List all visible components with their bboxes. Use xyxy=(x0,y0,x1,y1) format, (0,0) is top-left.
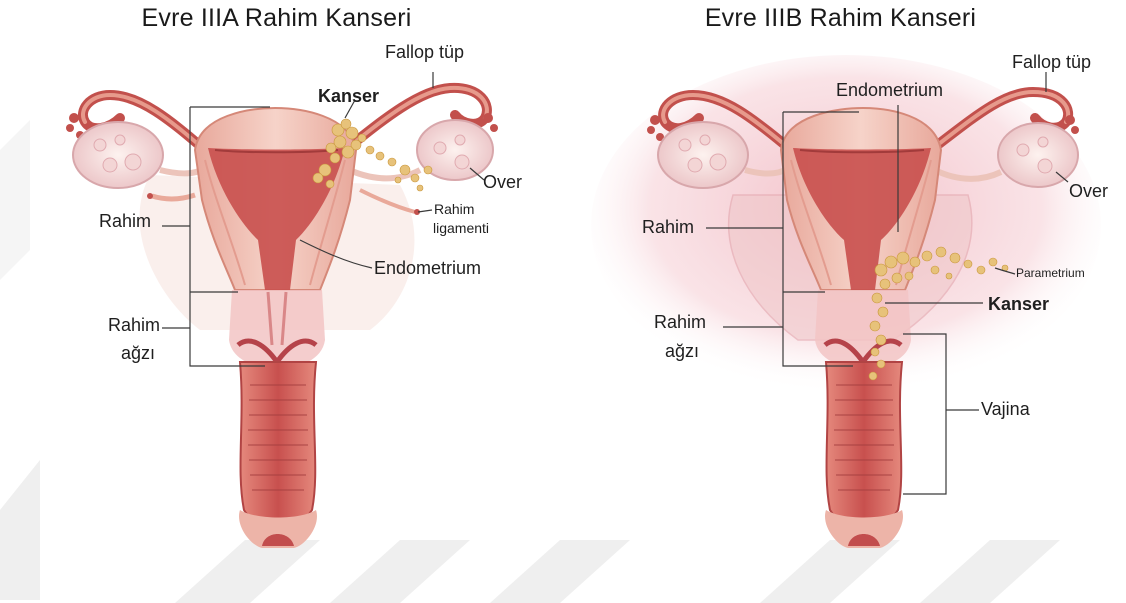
label-ligament-line1: Rahim xyxy=(434,201,474,217)
label-cervix-line2: ağzı xyxy=(121,343,155,364)
label-ovary: Over xyxy=(1069,181,1108,202)
label-endometrium: Endometrium xyxy=(374,258,481,279)
label-uterus: Rahim xyxy=(642,217,694,238)
label-fallopian-tube: Fallop tüp xyxy=(385,42,464,63)
label-cervix-line1: Rahim xyxy=(654,312,706,333)
label-uterus: Rahim xyxy=(99,211,151,232)
label-ligament-line2: ligamenti xyxy=(433,220,489,236)
panel-stage-iiia: Evre IIIA Rahim Kanseri xyxy=(0,0,563,603)
label-cervix-line1: Rahim xyxy=(108,315,160,336)
label-cancer: Kanser xyxy=(988,294,1049,315)
uterus-illustration xyxy=(0,0,563,603)
vagina xyxy=(240,362,316,525)
cervix xyxy=(229,290,325,368)
label-cervix-line2: ağzı xyxy=(665,341,699,362)
label-fallopian-tube: Fallop tüp xyxy=(1012,52,1091,73)
label-ovary: Over xyxy=(483,172,522,193)
panel-stage-iiib: Evre IIIB Rahim Kanseri xyxy=(563,0,1126,603)
label-vagina: Vajina xyxy=(981,399,1030,420)
ovary-left xyxy=(73,122,163,188)
label-parametrium: Parametrium xyxy=(1016,267,1085,281)
label-cancer: Kanser xyxy=(318,86,379,107)
label-endometrium: Endometrium xyxy=(836,80,943,101)
